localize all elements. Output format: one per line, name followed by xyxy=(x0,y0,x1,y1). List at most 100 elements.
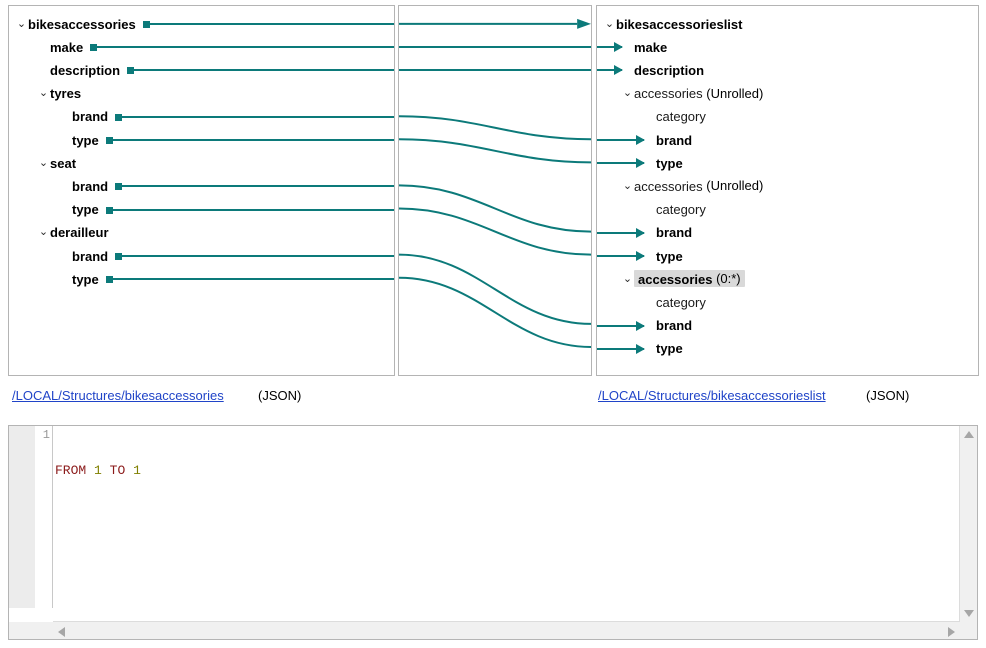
chevron-down-icon[interactable]: ⌄ xyxy=(38,156,49,169)
target-node-content: ⌄bikesaccessorieslist xyxy=(597,16,743,32)
chevron-down-icon[interactable]: ⌄ xyxy=(38,226,49,239)
source-lead-line xyxy=(97,46,394,49)
target-node-accessories[interactable]: ⌄accessories (Unrolled) xyxy=(597,84,978,104)
target-incoming-arrow-icon xyxy=(597,227,645,238)
source-port-marker[interactable] xyxy=(106,206,113,214)
target-node-brand[interactable]: brand xyxy=(597,130,978,150)
source-node-tyres[interactable]: ⌄tyres xyxy=(9,84,394,104)
target-node-accessories[interactable]: ⌄accessories (0:*) xyxy=(597,269,978,289)
scroll-left-arrow-icon[interactable] xyxy=(58,627,65,637)
source-node-make[interactable]: make xyxy=(9,37,394,57)
source-port-marker[interactable] xyxy=(143,21,150,28)
target-node-type[interactable]: type xyxy=(597,339,978,359)
chevron-down-icon[interactable]: ⌄ xyxy=(622,87,633,100)
source-node-brand[interactable]: brand xyxy=(9,176,394,196)
source-node-label: type xyxy=(72,202,99,218)
link-derailleur.type-to-accessories[2].type[interactable] xyxy=(399,276,591,348)
source-node-seat[interactable]: ⌄seat xyxy=(9,153,394,173)
target-node-cardinality: (Unrolled) xyxy=(702,178,764,194)
target-node-textwrap: type xyxy=(656,155,683,171)
source-node-content: type xyxy=(9,271,99,287)
target-node-accessories[interactable]: ⌄accessories (Unrolled) xyxy=(597,176,978,196)
source-node-content: brand xyxy=(9,248,108,264)
source-node-label: description xyxy=(50,62,121,78)
source-node-brand[interactable]: brand xyxy=(9,107,394,127)
source-node-type[interactable]: type xyxy=(9,130,394,150)
chevron-down-icon[interactable]: ⌄ xyxy=(604,17,615,30)
chevron-down-icon[interactable]: ⌄ xyxy=(16,17,27,30)
target-node-textwrap: bikesaccessorieslist xyxy=(616,16,742,32)
link-seat.brand-to-accessories[1].brand[interactable] xyxy=(399,184,591,233)
link-canvas-panel[interactable] xyxy=(398,5,592,376)
source-node-type[interactable]: type xyxy=(9,269,394,289)
editor-code-area[interactable]: FROM 1 TO 1 xyxy=(55,426,957,608)
source-structure-link[interactable]: /LOCAL/Structures/bikesaccessories xyxy=(12,388,224,403)
target-node-category[interactable]: category xyxy=(597,107,978,127)
target-node-label: brand xyxy=(656,225,693,241)
target-node-brand[interactable]: brand xyxy=(597,316,978,336)
source-node-type[interactable]: type xyxy=(9,200,394,220)
link-derailleur.brand-to-accessories[2].brand[interactable] xyxy=(399,253,591,325)
editor-horizontal-scrollbar[interactable] xyxy=(53,621,960,639)
source-port-marker[interactable] xyxy=(127,67,134,75)
source-node-bikesaccessories[interactable]: ⌄bikesaccessories xyxy=(9,14,394,34)
selected-node-highlight: accessories (0:*) xyxy=(634,270,745,288)
source-lead-line xyxy=(134,69,394,72)
schema-mapper: ⌄bikesaccessories make description ⌄tyres br… xyxy=(8,5,979,403)
chevron-down-icon[interactable]: ⌄ xyxy=(38,87,49,100)
target-node-label: accessories xyxy=(634,86,703,102)
source-node-content: make xyxy=(9,39,83,55)
source-port-marker[interactable] xyxy=(115,253,122,260)
scroll-right-arrow-icon[interactable] xyxy=(948,627,955,637)
source-node-derailleur[interactable]: ⌄derailleur xyxy=(9,223,394,243)
target-node-textwrap: accessories (Unrolled) xyxy=(634,178,764,194)
target-node-content: category xyxy=(597,294,706,310)
source-port-marker[interactable] xyxy=(115,183,122,191)
source-node-label: type xyxy=(72,271,99,287)
link-tyres.brand-to-accessories[0].brand[interactable] xyxy=(399,115,591,141)
expression-editor[interactable]: 1 FROM 1 TO 1 xyxy=(8,425,978,640)
target-node-type[interactable]: type xyxy=(597,246,978,266)
target-node-type[interactable]: type xyxy=(597,153,978,173)
target-node-label: type xyxy=(656,248,683,264)
source-node-content: ⌄seat xyxy=(9,155,76,171)
source-port-marker[interactable] xyxy=(90,44,97,52)
target-node-content: brand xyxy=(597,132,692,148)
target-node-textwrap: category xyxy=(656,294,706,310)
target-node-category[interactable]: category xyxy=(597,200,978,220)
editor-vertical-scrollbar[interactable] xyxy=(959,426,977,622)
target-node-brand[interactable]: brand xyxy=(597,223,978,243)
target-structure-format: (JSON) xyxy=(866,388,910,403)
target-node-bikesaccessorieslist[interactable]: ⌄bikesaccessorieslist xyxy=(597,14,978,34)
target-incoming-arrow-icon xyxy=(597,135,645,145)
code-token-keyword: FROM xyxy=(55,463,87,478)
chevron-down-icon[interactable]: ⌄ xyxy=(622,272,633,285)
link-tyres.type-to-accessories[0].type[interactable] xyxy=(399,138,591,164)
target-node-textwrap: make xyxy=(634,39,667,55)
link-arrowhead-icon xyxy=(577,18,591,29)
source-port-marker[interactable] xyxy=(115,113,122,121)
target-node-description[interactable]: description xyxy=(597,60,978,80)
source-node-description[interactable]: description xyxy=(9,60,394,80)
target-node-content: type xyxy=(597,341,683,356)
target-node-label: accessories xyxy=(634,178,703,194)
scroll-down-arrow-icon[interactable] xyxy=(964,610,974,617)
target-node-textwrap: brand xyxy=(656,225,692,240)
source-lead-line xyxy=(122,115,394,118)
target-node-category[interactable]: category xyxy=(597,292,978,312)
source-port-marker[interactable] xyxy=(106,276,113,284)
target-incoming-arrow-icon xyxy=(597,343,645,354)
source-node-content: type xyxy=(9,202,99,217)
source-node-label: derailleur xyxy=(50,225,109,241)
source-port-marker[interactable] xyxy=(106,137,113,144)
scroll-up-arrow-icon[interactable] xyxy=(964,431,974,438)
target-node-label: accessories xyxy=(638,271,713,287)
chevron-down-icon[interactable]: ⌄ xyxy=(622,179,633,192)
target-node-make[interactable]: make xyxy=(597,37,978,57)
source-tree-panel[interactable]: ⌄bikesaccessories make description ⌄tyres br… xyxy=(8,5,395,376)
target-structure-link[interactable]: /LOCAL/Structures/bikesaccessorieslist xyxy=(598,388,826,403)
source-node-brand[interactable]: brand xyxy=(9,246,394,266)
link-seat.type-to-accessories[1].type[interactable] xyxy=(399,207,591,256)
